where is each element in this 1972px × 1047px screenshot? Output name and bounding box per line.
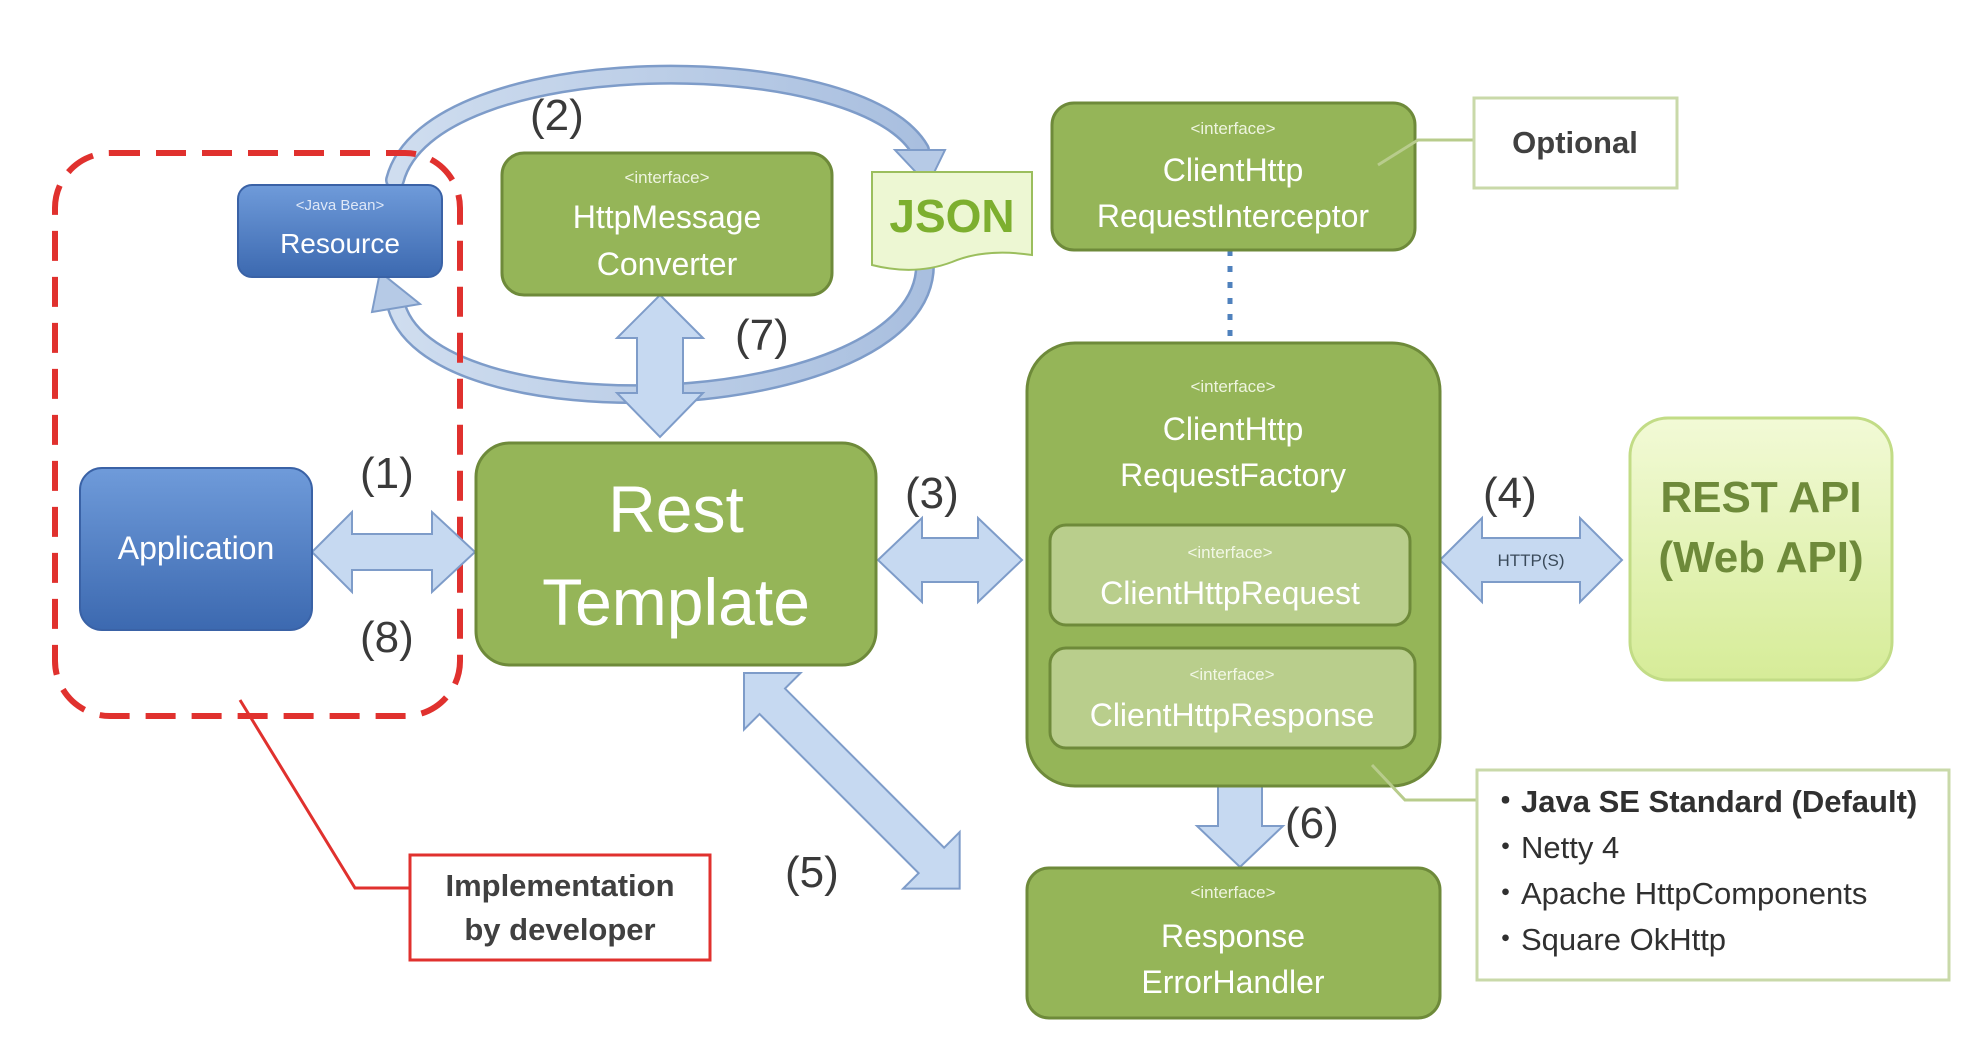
step-5-label: (5) xyxy=(785,848,839,897)
rest-template-box: Rest Template xyxy=(474,441,878,667)
implementation-by-developer-note: Implementation by developer xyxy=(408,853,712,962)
resttemplate-factory-arrow xyxy=(876,515,1024,605)
optional-callout-line xyxy=(1377,138,1475,167)
resttemplate-errorhandler-arrow xyxy=(743,672,961,890)
svg-text:Application: Application xyxy=(118,530,275,566)
svg-text:<interface>: <interface> xyxy=(624,168,709,187)
svg-text:<interface>: <interface> xyxy=(1190,883,1275,902)
step-6-label: (6) xyxy=(1285,799,1339,848)
svg-text:<Java Bean>: <Java Bean> xyxy=(296,197,385,214)
serialize-curve-arrow xyxy=(385,64,947,190)
rest-api-box: REST API (Web API) xyxy=(1628,416,1894,682)
svg-text:Resource: Resource xyxy=(280,228,400,259)
step-2-label: (2) xyxy=(530,91,584,140)
svg-text:ClientHttp: ClientHttp xyxy=(1163,152,1304,188)
https-label: HTTP(S) xyxy=(1497,551,1564,570)
factory-restapi-arrow xyxy=(1438,515,1624,605)
step-labels: (1) (2) (3) (4) (5) (6) (7) (8) xyxy=(360,91,1537,897)
implementation-item-4: ・Square OkHttp xyxy=(1490,922,1726,957)
svg-text:by developer: by developer xyxy=(464,912,655,947)
svg-text:(Web API): (Web API) xyxy=(1658,533,1863,582)
step-8-label: (8) xyxy=(360,613,414,662)
implementation-item-3: ・Apache HttpComponents xyxy=(1490,876,1867,911)
svg-text:ErrorHandler: ErrorHandler xyxy=(1141,964,1325,1000)
svg-text:Rest: Rest xyxy=(608,472,744,546)
svg-text:<interface>: <interface> xyxy=(1190,119,1275,138)
implementations-note: ・Java SE Standard (Default) ・Netty 4 ・Ap… xyxy=(1475,768,1951,982)
implementation-item-2: ・Netty 4 xyxy=(1490,830,1619,865)
optional-note: Optional xyxy=(1472,96,1679,190)
step-4-label: (4) xyxy=(1483,469,1537,518)
svg-text:HttpMessage: HttpMessage xyxy=(573,199,762,235)
svg-text:Implementation: Implementation xyxy=(445,868,674,903)
svg-text:<interface>: <interface> xyxy=(1190,377,1275,396)
svg-text:JSON: JSON xyxy=(889,190,1014,242)
step-7-label: (7) xyxy=(735,311,789,360)
developer-callout-line xyxy=(238,699,410,890)
application-box: Application xyxy=(79,467,313,631)
svg-text:ClientHttpRequest: ClientHttpRequest xyxy=(1100,575,1360,611)
svg-text:ClientHttpResponse: ClientHttpResponse xyxy=(1090,697,1375,733)
svg-text:RequestInterceptor: RequestInterceptor xyxy=(1097,198,1370,234)
implementations-callout-line xyxy=(1370,763,1478,802)
svg-text:Template: Template xyxy=(542,565,810,639)
converter-resttemplate-arrow xyxy=(614,293,706,439)
json-document: JSON xyxy=(871,171,1033,271)
client-http-response-box: <interface> ClientHttpResponse xyxy=(1048,646,1417,750)
implementation-item-1: ・Java SE Standard (Default) xyxy=(1490,784,1917,819)
svg-text:<interface>: <interface> xyxy=(1187,543,1272,562)
request-interceptor-box: <interface> ClientHttp RequestIntercepto… xyxy=(1050,101,1417,252)
svg-text:Converter: Converter xyxy=(597,246,738,282)
step-3-label: (3) xyxy=(905,469,959,518)
svg-text:Optional: Optional xyxy=(1512,125,1638,160)
resource-box: <Java Bean> Resource xyxy=(237,184,443,278)
client-http-request-box: <interface> ClientHttpRequest xyxy=(1048,523,1412,627)
application-resttemplate-arrow xyxy=(310,509,477,595)
svg-text:REST API: REST API xyxy=(1660,473,1861,522)
svg-text:RequestFactory: RequestFactory xyxy=(1120,457,1346,493)
step-1-label: (1) xyxy=(360,449,414,498)
response-error-handler-box: <interface> Response ErrorHandler xyxy=(1025,866,1442,1020)
developer-implementation-region xyxy=(52,150,463,719)
svg-text:Response: Response xyxy=(1161,918,1305,954)
http-message-converter-box: <interface> HttpMessage Converter xyxy=(500,151,834,297)
svg-text:ClientHttp: ClientHttp xyxy=(1163,411,1304,447)
svg-text:<interface>: <interface> xyxy=(1189,665,1274,684)
